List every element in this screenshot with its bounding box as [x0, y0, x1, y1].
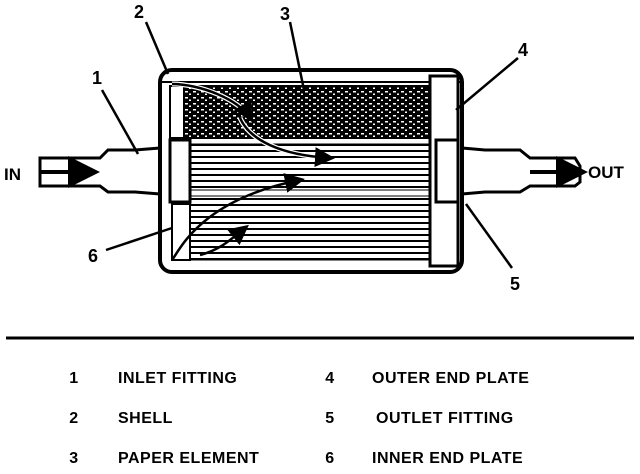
callout-4: 4 — [518, 40, 528, 60]
outer-end-plate — [428, 74, 460, 268]
callout-3: 3 — [280, 4, 290, 24]
callout-6: 6 — [88, 246, 98, 266]
in-label: IN — [4, 165, 21, 184]
paper-element — [177, 85, 447, 261]
callout-2: 2 — [134, 2, 144, 22]
callout-1: 1 — [92, 68, 102, 88]
leader-lines — [100, 21, 519, 269]
out-label: OUT — [588, 163, 625, 182]
callout-5: 5 — [510, 274, 520, 294]
inner-end-plate — [168, 85, 192, 261]
flow-arrows — [40, 81, 588, 261]
